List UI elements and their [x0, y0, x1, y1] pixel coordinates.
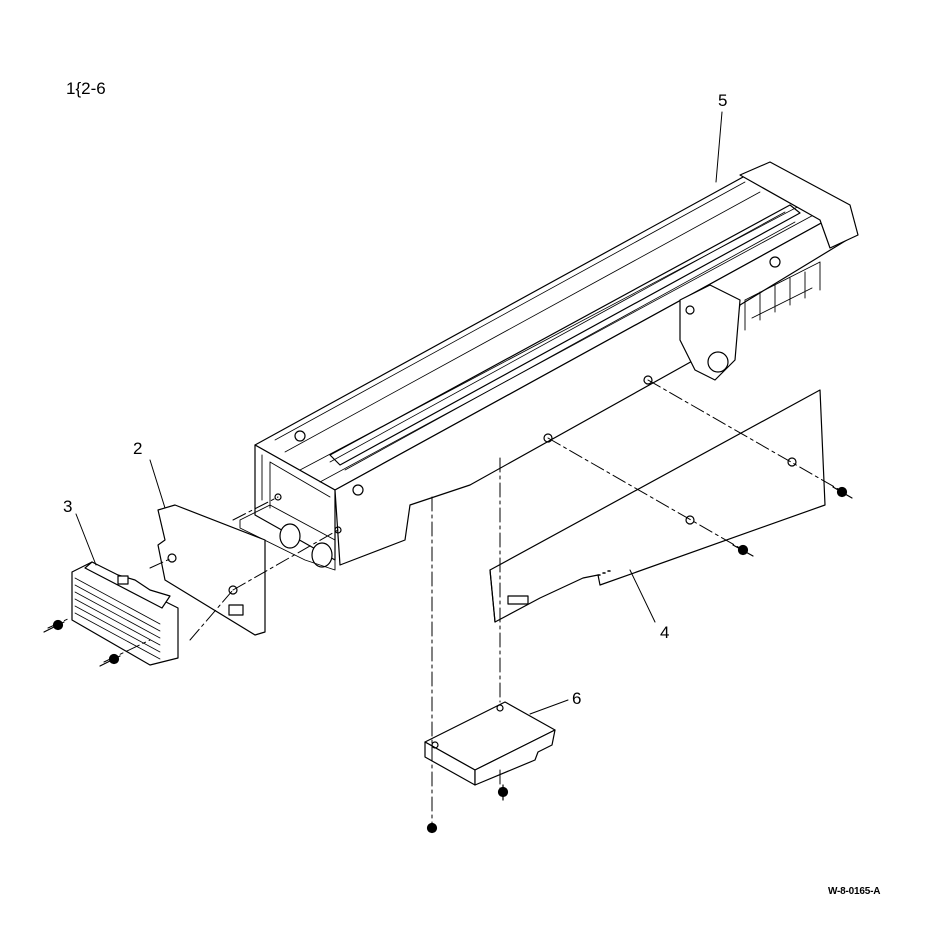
part-3-connector — [71, 561, 179, 666]
dash-line-plate-upper — [232, 496, 279, 521]
callout-3: 3 — [63, 497, 73, 516]
dash-line-strip-lower — [547, 437, 746, 552]
strip-dots — [597, 570, 611, 576]
assembly-screw-front-2 — [352, 484, 364, 496]
leader-lines — [75, 111, 723, 715]
strip-hole-1 — [685, 515, 695, 525]
assembly-screw-rear — [769, 256, 781, 268]
strip-hole-2 — [787, 457, 797, 467]
dash-line-strip-upper — [647, 379, 846, 494]
connector-latch — [117, 575, 129, 585]
screws — [43, 486, 853, 834]
assembly-rear-blocks — [744, 261, 821, 331]
connector-ribs — [74, 577, 161, 660]
assembly-rail-lines — [274, 181, 833, 483]
part-4-long-strip — [489, 389, 826, 623]
leader-6 — [529, 699, 569, 715]
dash-line-conn-upper — [149, 557, 173, 569]
assembly-rear-top — [739, 161, 859, 249]
module-front — [474, 729, 556, 786]
callout-6: 6 — [572, 689, 582, 708]
assembly-side-hole-2 — [643, 375, 653, 385]
plate-face — [157, 504, 266, 636]
dash-line-conn-lower — [189, 589, 234, 641]
screw-module-bottom — [426, 822, 438, 834]
screw-strip-lower — [737, 544, 749, 556]
screw-conn-1 — [52, 619, 64, 631]
screw-conn-2 — [108, 653, 120, 665]
assembly-front-hole-2 — [334, 526, 342, 534]
leader-2 — [149, 459, 166, 509]
assembly-screw-rear-2 — [685, 305, 695, 315]
plate-switch — [228, 604, 244, 616]
assembly-dash-lines — [47, 379, 846, 829]
part-2-plate — [157, 504, 266, 636]
part-5-main-assembly — [239, 161, 859, 571]
assembly-front-base — [239, 504, 336, 571]
leader-5 — [715, 111, 723, 183]
callout-5: 5 — [718, 91, 728, 110]
screw-strip-upper — [836, 486, 848, 498]
screw-module — [497, 786, 509, 798]
leader-4 — [629, 569, 656, 623]
assembly-screw-front — [294, 430, 306, 442]
callout-4: 4 — [660, 623, 670, 642]
module-hole-1 — [431, 741, 439, 749]
plate-hole-1 — [167, 553, 177, 563]
module-hole-2 — [496, 704, 504, 712]
strip-connector — [507, 595, 529, 605]
document-code: W-8-0165-A — [828, 886, 881, 897]
assembly-side-hole-1 — [543, 433, 553, 443]
assembly-front-roller-1 — [279, 523, 301, 549]
assembly-top-slot — [329, 204, 801, 466]
assembly-front-cutout — [261, 454, 331, 509]
figure-id: 1{2-6 — [66, 79, 106, 98]
dash-line-plate-lower — [232, 529, 339, 591]
leader-3 — [75, 513, 97, 566]
part-6-module — [424, 701, 556, 786]
assembly-rear-roller — [707, 351, 729, 373]
callout-2: 2 — [133, 439, 143, 458]
strip-edge — [489, 569, 496, 623]
assembly-front-hole-1 — [274, 493, 282, 501]
plate-hole-2 — [228, 585, 238, 595]
assembly-front-roller-2 — [311, 542, 333, 568]
